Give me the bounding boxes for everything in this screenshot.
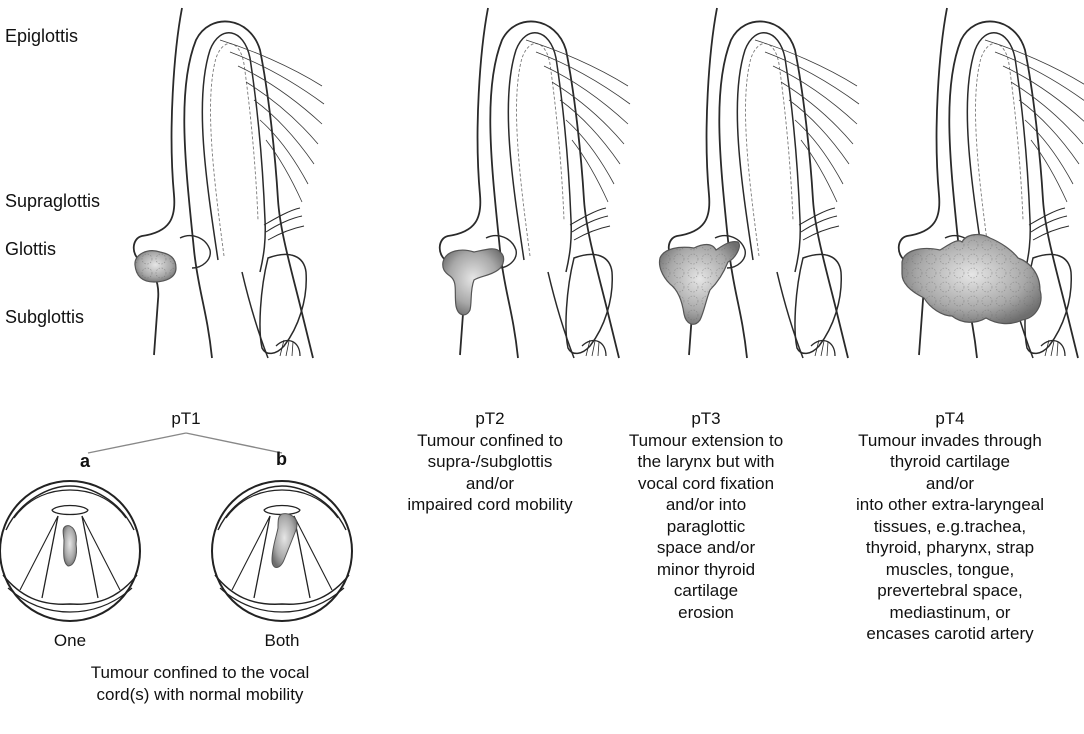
desc-line: cord(s) with normal mobility [70,684,330,706]
desc-line: the larynx but with [606,451,806,473]
label-supraglottis: Supraglottis [5,190,100,212]
larynx-diagram-pT4 [899,8,1084,358]
pT1-bracket [88,433,282,453]
laryngoscopic-view-one [0,481,140,621]
desc-line: Tumour confined to [380,430,600,452]
stage-title-pT2: pT2 [380,408,600,430]
tumour-one-cord [63,526,76,566]
label-glottis: Glottis [5,238,56,260]
larynx-diagram-pT3 [659,8,859,358]
desc-line: and/or [380,473,600,495]
desc-line: prevertebral space, [820,580,1080,602]
stage-title-pT3: pT3 [606,408,806,430]
description-pT1: Tumour confined to the vocal cord(s) wit… [70,662,330,705]
desc-line: mediastinum, or [820,602,1080,624]
tumour-pT2 [443,249,504,315]
sub-letter-a: a [80,451,90,472]
desc-line: muscles, tongue, [820,559,1080,581]
desc-line: erosion [606,602,806,624]
desc-line: tissues, e.g.trachea, [820,516,1080,538]
desc-line: cartilage [606,580,806,602]
label-subglottis: Subglottis [5,306,84,328]
laryngoscopic-view-both [212,481,352,621]
stage-title-pT1: pT1 [136,408,236,430]
caption-both: Both [242,630,322,652]
caption-one: One [30,630,110,652]
desc-line: vocal cord fixation [606,473,806,495]
desc-line: thyroid, pharynx, strap [820,537,1080,559]
desc-line: paraglottic [606,516,806,538]
larynx-diagram-pT2 [440,8,630,358]
desc-line: and/or into [606,494,806,516]
desc-line: impaired cord mobility [380,494,600,516]
desc-line: Tumour confined to the vocal [70,662,330,684]
desc-line: into other extra-laryngeal [820,494,1080,516]
desc-line: supra-/subglottis [380,451,600,473]
desc-line: Tumour invades through [820,430,1080,452]
stage-pT2: pT2 Tumour confined to supra-/subglottis… [380,408,600,516]
stage-pT4: pT4 Tumour invades through thyroid carti… [820,408,1080,645]
stage-pT3: pT3 Tumour extension to the larynx but w… [606,408,806,623]
stage-title-pT4: pT4 [820,408,1080,430]
desc-line: minor thyroid [606,559,806,581]
label-epiglottis: Epiglottis [5,25,78,47]
sub-letter-b: b [276,449,287,470]
desc-line: Tumour extension to [606,430,806,452]
desc-line: encases carotid artery [820,623,1080,645]
desc-line: thyroid cartilage [820,451,1080,473]
larynx-diagram-pT1 [134,8,324,358]
desc-line: and/or [820,473,1080,495]
desc-line: space and/or [606,537,806,559]
